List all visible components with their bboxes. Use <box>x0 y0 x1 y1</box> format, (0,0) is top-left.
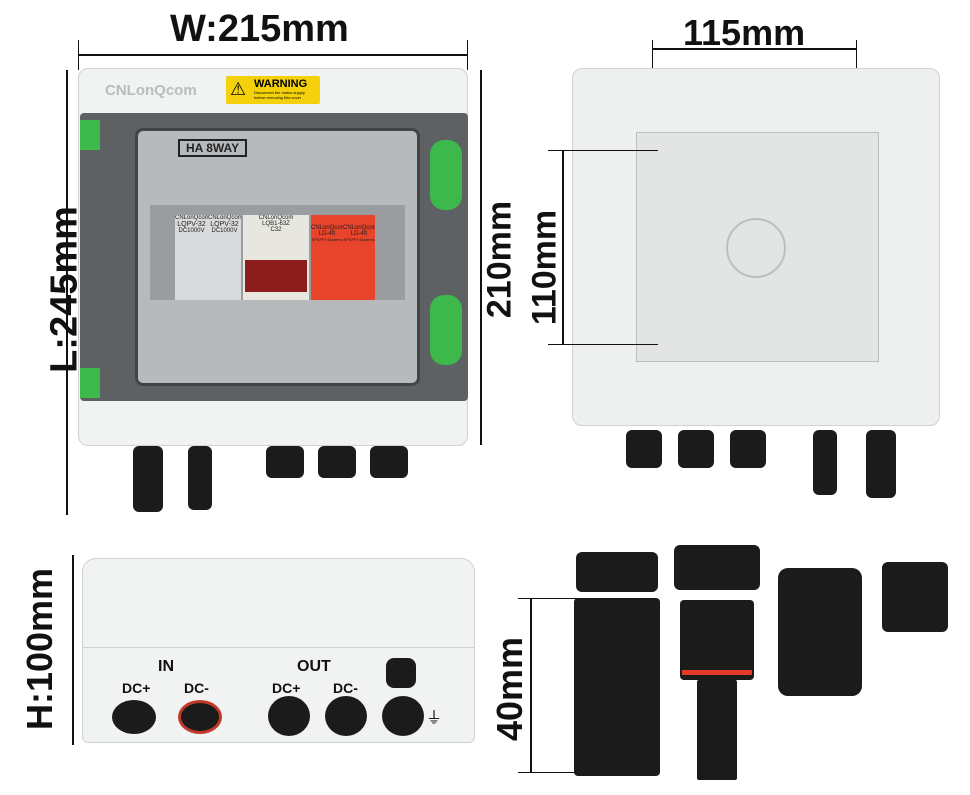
in-dc-minus-label: DC- <box>184 680 209 696</box>
connector-dimension-line <box>530 598 532 773</box>
height-label: 210mm <box>480 200 519 319</box>
cable-gland <box>678 430 714 468</box>
red-seal-ring <box>682 670 752 675</box>
model-label: HA 8WAY <box>178 139 248 157</box>
hinge-bottom <box>430 295 462 365</box>
out-label: OUT <box>297 658 331 675</box>
in-label: IN <box>158 658 174 675</box>
output-gland-plus <box>268 696 310 736</box>
back-width-dimension-line <box>652 48 857 50</box>
width-label: W:215mm <box>170 8 349 50</box>
warning-title: WARNING <box>254 78 308 90</box>
cable-gland-small <box>882 562 948 632</box>
hinge-top <box>430 140 462 210</box>
in-dc-plus-label: DC+ <box>122 680 151 696</box>
cable-gland <box>626 430 662 468</box>
mc4-nut-male <box>576 552 658 592</box>
out-dc-minus-label: DC- <box>333 680 358 696</box>
mc4-connector-minus <box>188 446 212 510</box>
back-height-dimension-line <box>562 150 564 345</box>
side-height-dimension-line <box>72 555 74 745</box>
ground-icon: ⏚ <box>426 710 443 727</box>
mc4-input-minus <box>178 700 222 734</box>
dimension-tick <box>518 598 578 599</box>
mc4-connector-male <box>574 598 660 776</box>
lid-seam <box>82 647 475 648</box>
length-dimension-line <box>66 70 68 515</box>
warning-triangle-icon: ⚠ <box>230 79 247 99</box>
mc4-connector-plus <box>133 446 163 512</box>
mc4-pin <box>697 680 737 780</box>
out-dc-plus-label: DC+ <box>272 680 301 696</box>
height-dimension-line <box>480 70 482 445</box>
warning-line1: Disconnect the mains supply <box>254 90 305 95</box>
cover-latch-bottom[interactable] <box>80 368 100 398</box>
cover-latch-top[interactable] <box>80 120 100 150</box>
center-boss <box>726 218 786 278</box>
brand-text: CNLonQcom <box>105 82 197 99</box>
dimension-tick <box>518 772 578 773</box>
mc4-nut-female <box>674 545 760 590</box>
connector-length-label: 40mm <box>489 636 530 742</box>
side-height-label: H:100mm <box>19 567 60 731</box>
breaker-handle[interactable] <box>245 260 307 292</box>
back-height-label: 110mm <box>525 209 564 326</box>
dimension-tick <box>548 344 658 345</box>
dimension-tick <box>548 150 658 151</box>
cable-gland <box>370 446 408 478</box>
cable-gland <box>730 430 766 468</box>
mc4-connector <box>866 430 896 498</box>
width-dimension-line <box>78 54 468 56</box>
cable-gland <box>318 446 356 478</box>
mc4-input-plus <box>112 700 156 734</box>
vent-plug <box>386 658 416 688</box>
mc4-connector <box>813 430 837 495</box>
dimension-tick <box>467 40 468 70</box>
mc4-connector-female <box>680 600 754 680</box>
output-gland-minus <box>325 696 367 736</box>
cable-gland <box>266 446 304 478</box>
dimension-tick <box>78 40 79 70</box>
cable-gland-large <box>778 568 862 696</box>
back-width-label: 115mm <box>683 12 806 53</box>
ground-gland <box>382 696 424 736</box>
warning-label: ⚠ WARNING Disconnect the mains supply be… <box>226 76 320 104</box>
warning-line2: before removing this cover <box>254 95 302 100</box>
